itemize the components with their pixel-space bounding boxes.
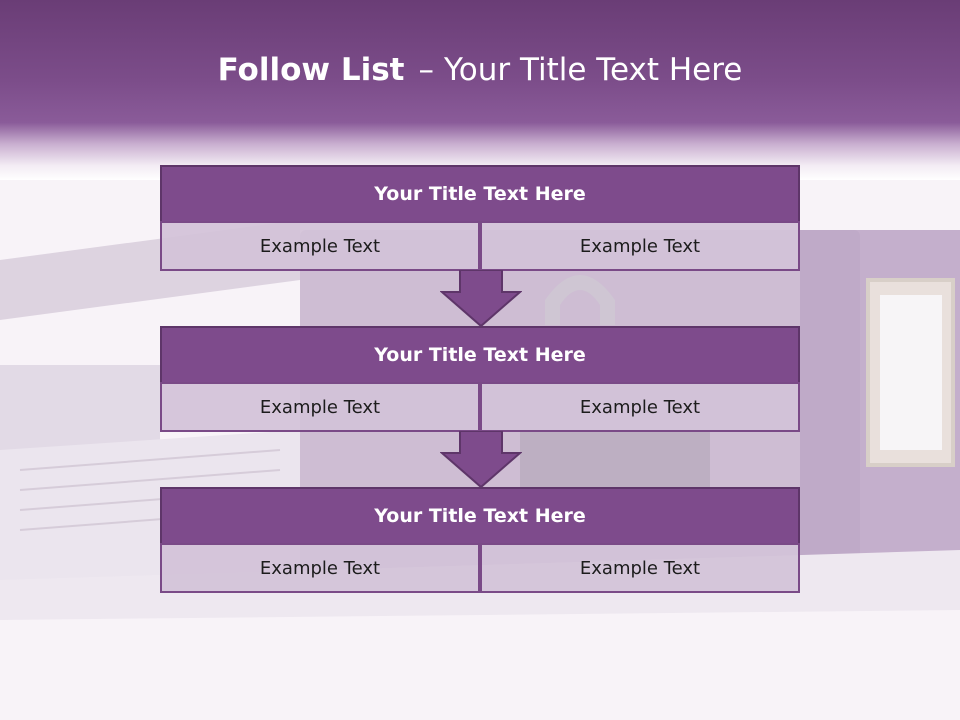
step-text-left: Example Text <box>160 221 480 271</box>
down-arrow-icon <box>440 270 522 328</box>
slide-title-separator: – <box>418 52 434 88</box>
slide-title-bold: Follow List <box>217 52 405 88</box>
step-box-1: Your Title Text Here Example Text Exampl… <box>160 165 800 271</box>
slide-title: Follow List–Your Title Text Here <box>0 52 960 88</box>
step-text-right: Example Text <box>480 382 800 432</box>
step-box-3: Your Title Text Here Example Text Exampl… <box>160 487 800 593</box>
step-title: Your Title Text Here <box>160 487 800 545</box>
step-title: Your Title Text Here <box>160 326 800 384</box>
slide-title-rest: Your Title Text Here <box>443 52 743 88</box>
header-band <box>0 0 960 180</box>
step-text-left: Example Text <box>160 382 480 432</box>
step-box-2: Your Title Text Here Example Text Exampl… <box>160 326 800 432</box>
step-title: Your Title Text Here <box>160 165 800 223</box>
step-text-right: Example Text <box>480 543 800 593</box>
step-text-left: Example Text <box>160 543 480 593</box>
step-text-right: Example Text <box>480 221 800 271</box>
down-arrow-icon <box>440 431 522 489</box>
